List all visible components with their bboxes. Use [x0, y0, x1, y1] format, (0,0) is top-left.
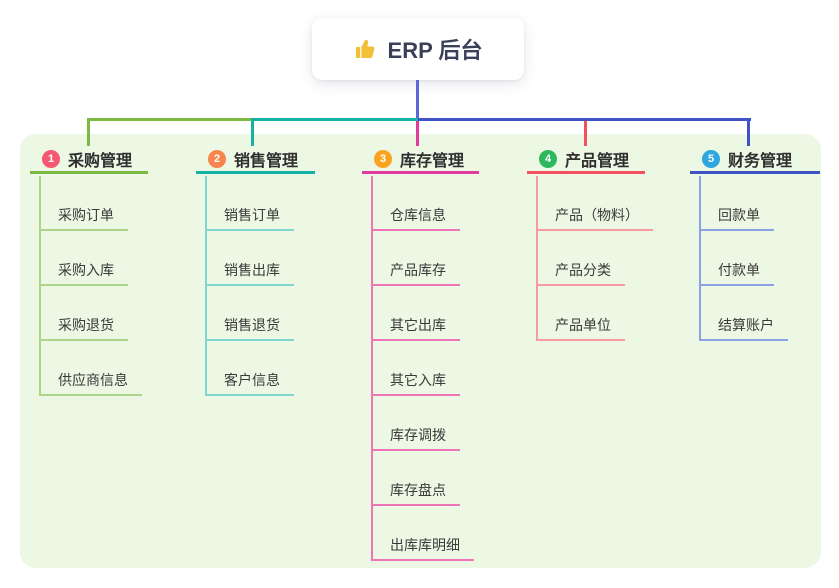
child-node-1-3[interactable]: 采购退货 — [39, 316, 128, 341]
bus-line-branch-5 — [418, 118, 751, 121]
root-node-label: ERP 后台 — [387, 38, 483, 63]
branch-2-label: 销售管理 — [234, 153, 299, 170]
branch-3-number-badge: 3 — [374, 150, 392, 168]
branch-4-label: 产品管理 — [565, 153, 630, 170]
branch-node-3[interactable]: 3 库存管理 — [362, 147, 479, 174]
branch-4-child-spine — [536, 176, 538, 341]
branch-1-child-spine — [39, 176, 41, 396]
branch-5-number-badge: 5 — [702, 150, 720, 168]
child-node-2-1[interactable]: 销售订单 — [205, 206, 294, 231]
child-node-4-1[interactable]: 产品（物料） — [536, 206, 653, 231]
child-node-5-2[interactable]: 付款单 — [699, 261, 774, 286]
drop-line-branch-5 — [747, 118, 750, 146]
child-node-3-3[interactable]: 其它出库 — [371, 316, 460, 341]
child-node-2-4[interactable]: 客户信息 — [205, 371, 294, 396]
child-node-3-6[interactable]: 库存盘点 — [371, 481, 460, 506]
bus-line-branch-2 — [252, 118, 421, 121]
root-node-erp[interactable]: ERP 后台 — [312, 18, 524, 80]
drop-line-branch-4 — [584, 121, 587, 146]
child-node-3-2[interactable]: 产品库存 — [371, 261, 460, 286]
branch-3-child-spine — [371, 176, 373, 561]
branch-3-label: 库存管理 — [400, 153, 465, 170]
root-stem-line — [416, 80, 419, 121]
branch-4-number-badge: 4 — [539, 150, 557, 168]
mindmap-background-panel — [20, 134, 821, 568]
branch-1-label: 采购管理 — [68, 153, 133, 170]
thumbs-up-icon — [354, 37, 378, 61]
child-node-2-2[interactable]: 销售出库 — [205, 261, 294, 286]
child-node-4-2[interactable]: 产品分类 — [536, 261, 625, 286]
branch-node-5[interactable]: 5 财务管理 — [690, 147, 820, 174]
drop-line-branch-2 — [251, 118, 254, 146]
child-node-3-7[interactable]: 出库库明细 — [371, 536, 474, 561]
child-node-5-3[interactable]: 结算账户 — [699, 316, 788, 341]
branch-5-label: 财务管理 — [728, 153, 793, 170]
child-node-3-4[interactable]: 其它入库 — [371, 371, 460, 396]
drop-line-branch-3 — [416, 121, 419, 146]
child-node-4-3[interactable]: 产品单位 — [536, 316, 625, 341]
branch-node-2[interactable]: 2 销售管理 — [196, 147, 315, 174]
child-node-3-5[interactable]: 库存调拨 — [371, 426, 460, 451]
branch-2-number-badge: 2 — [208, 150, 226, 168]
child-node-3-1[interactable]: 仓库信息 — [371, 206, 460, 231]
drop-line-branch-1 — [87, 118, 90, 146]
branch-2-child-spine — [205, 176, 207, 396]
child-node-1-4[interactable]: 供应商信息 — [39, 371, 142, 396]
branch-5-child-spine — [699, 176, 701, 341]
child-node-5-1[interactable]: 回款单 — [699, 206, 774, 231]
branch-node-1[interactable]: 1 采购管理 — [30, 147, 148, 174]
child-node-1-2[interactable]: 采购入库 — [39, 261, 128, 286]
branch-1-number-badge: 1 — [42, 150, 60, 168]
child-node-2-3[interactable]: 销售退货 — [205, 316, 294, 341]
branch-node-4[interactable]: 4 产品管理 — [527, 147, 645, 174]
child-node-1-1[interactable]: 采购订单 — [39, 206, 128, 231]
